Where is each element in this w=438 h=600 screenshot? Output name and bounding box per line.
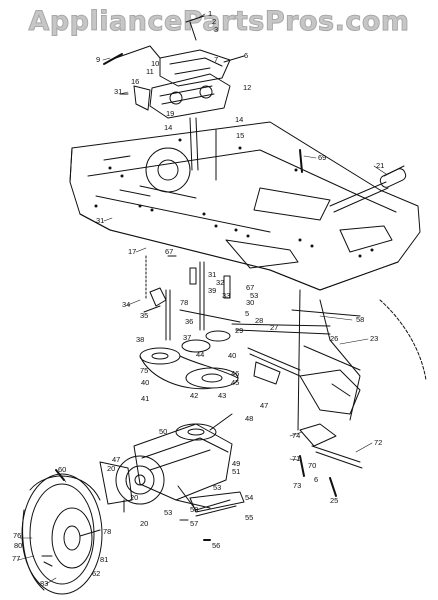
transaxle [99, 413, 245, 541]
part-callout-34: 34 [122, 300, 130, 309]
leader-lines [17, 13, 387, 585]
part-callout-31: 31 [96, 216, 104, 225]
part-callout-17: 17 [128, 247, 136, 256]
part-callout-27: 27 [270, 323, 278, 332]
part-callout-80: 80 [14, 541, 22, 550]
part-callout-46: 46 [231, 369, 239, 378]
part-callout-10: 10 [151, 59, 159, 68]
part-callout-47: 47 [112, 455, 120, 464]
part-callout-3: 3 [214, 25, 218, 34]
part-callout-51: 51 [232, 467, 240, 476]
part-callout-55: 55 [245, 513, 253, 522]
part-callout-53: 53 [164, 508, 172, 517]
part-callout-14: 14 [164, 123, 172, 132]
part-callout-38: 38 [136, 335, 144, 344]
right-linkage [291, 289, 427, 497]
part-callout-25: 25 [330, 496, 338, 505]
part-callout-81: 81 [100, 555, 108, 564]
part-callout-31: 31 [208, 270, 216, 279]
part-callout-44: 44 [196, 350, 204, 359]
part-callout-9: 9 [96, 55, 100, 64]
drive-pulley-assembly [139, 255, 331, 390]
rear-wheel [21, 469, 103, 595]
part-callout-42: 42 [190, 391, 198, 400]
part-callout-74: 74 [292, 431, 300, 440]
part-callout-78: 78 [180, 298, 188, 307]
part-callout-50: 50 [159, 427, 167, 436]
part-callout-62: 62 [92, 569, 100, 578]
part-callout-58: 58 [190, 505, 198, 514]
part-callout-48: 48 [245, 414, 253, 423]
part-callout-2: 2 [212, 17, 216, 26]
part-callout-28: 28 [255, 316, 263, 325]
part-callout-21: 21 [376, 161, 384, 170]
part-callout-1: 1 [208, 9, 212, 18]
part-callout-53: 53 [250, 291, 258, 300]
main-frame [69, 121, 421, 291]
watermark-text: AppliancePartsPros.com [28, 6, 410, 38]
part-callout-19: 19 [166, 109, 174, 118]
part-callout-11: 11 [146, 67, 154, 76]
part-callout-57: 57 [190, 519, 198, 528]
part-callout-75: 75 [140, 366, 148, 375]
part-callout-7: 7 [214, 55, 218, 64]
part-callout-15: 15 [236, 131, 244, 140]
part-callout-40: 40 [141, 378, 149, 387]
part-callout-20: 20 [140, 519, 148, 528]
part-callout-14: 14 [235, 115, 243, 124]
part-callout-20: 20 [107, 464, 115, 473]
part-callout-12: 12 [243, 83, 251, 92]
part-callout-78: 78 [103, 527, 111, 536]
part-callout-70: 70 [308, 461, 316, 470]
part-callout-71: 71 [292, 454, 300, 463]
part-callout-45: 45 [231, 378, 239, 387]
part-callout-6: 6 [244, 51, 248, 60]
part-callout-40: 40 [228, 351, 236, 360]
part-callout-43: 43 [218, 391, 226, 400]
part-callout-36: 36 [185, 317, 193, 326]
part-callout-41: 41 [141, 394, 149, 403]
lift-lever [329, 165, 407, 213]
part-callout-67: 67 [165, 247, 173, 256]
part-callout-72: 72 [374, 438, 382, 447]
part-callout-30: 30 [246, 298, 254, 307]
part-callout-54: 54 [245, 493, 253, 502]
part-callout-60: 60 [58, 465, 66, 474]
part-callout-53: 53 [213, 483, 221, 492]
part-callout-83: 83 [40, 579, 48, 588]
part-callout-77: 77 [12, 554, 20, 563]
part-callout-47: 47 [260, 401, 268, 410]
part-callout-5: 5 [245, 309, 249, 318]
part-callout-37: 37 [183, 333, 191, 342]
part-callout-58: 58 [356, 315, 364, 324]
steering-assembly [103, 15, 245, 181]
part-callout-29: 29 [235, 326, 243, 335]
part-callout-49: 49 [232, 459, 240, 468]
part-callout-31: 31 [114, 87, 122, 96]
part-callout-32: 32 [216, 278, 224, 287]
part-callout-23: 23 [370, 334, 378, 343]
part-callout-76: 76 [13, 531, 21, 540]
part-callout-20: 20 [130, 493, 138, 502]
part-callout-33: 33 [222, 291, 230, 300]
part-callout-26: 26 [330, 334, 338, 343]
part-callout-39: 39 [208, 286, 216, 295]
part-callout-67: 67 [246, 283, 254, 292]
part-callout-73: 73 [293, 481, 301, 490]
part-callout-35: 35 [140, 311, 148, 320]
part-callout-69: 69 [318, 153, 326, 162]
part-callout-56: 56 [212, 541, 220, 550]
part-callout-16: 16 [131, 77, 139, 86]
part-callout-6: 6 [314, 475, 318, 484]
